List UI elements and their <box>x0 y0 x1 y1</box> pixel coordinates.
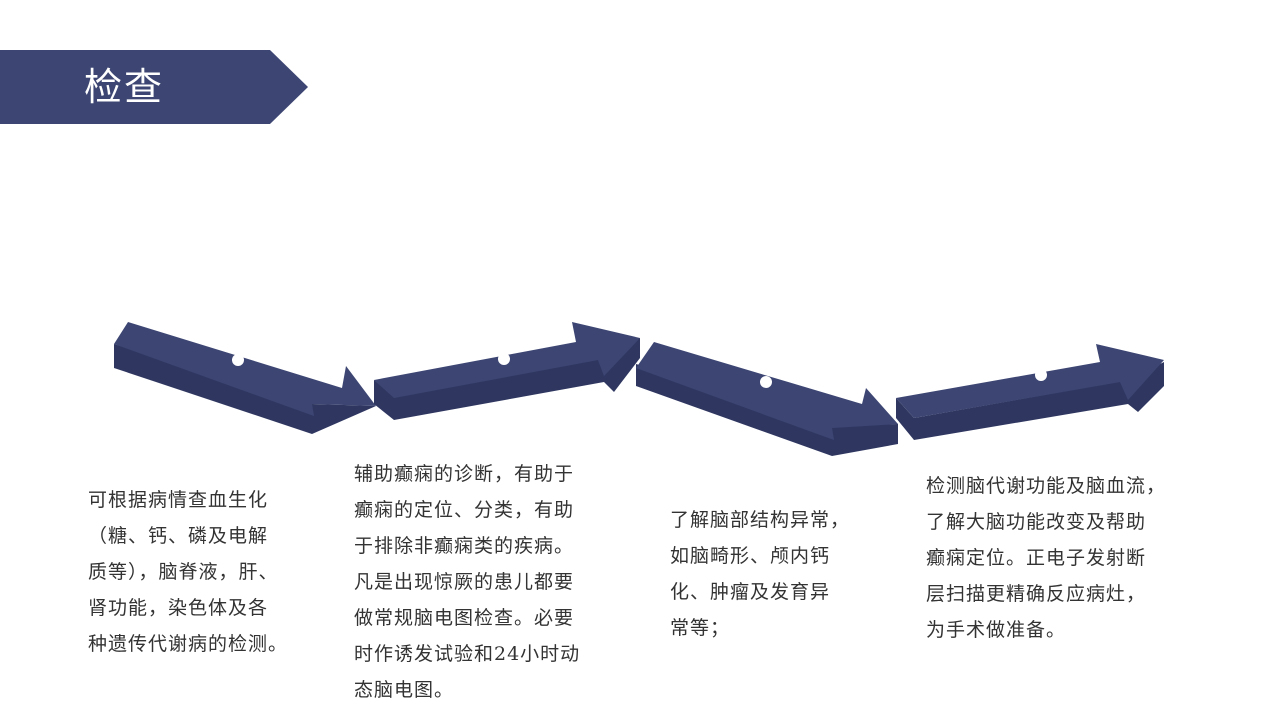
step-marker-3 <box>760 376 772 388</box>
step-marker-4 <box>1035 369 1047 381</box>
arrow-step-2 <box>374 322 640 420</box>
arrow-step-1 <box>114 322 376 434</box>
step-3-description: 了解脑部结构异常， 如脑畸形、颅内钙 化、肿瘤及发育异 常等； <box>670 509 851 639</box>
title-banner: 检查 <box>0 50 310 124</box>
arrow-step-3 <box>636 342 898 456</box>
page-title: 检查 <box>84 65 165 109</box>
step-marker-2 <box>498 353 510 365</box>
banner-shape <box>0 50 308 124</box>
step-1-description: 可根据病情查血生化 （糖、钙、磷及电解 质等），脑脊液，肝、 肾功能，染色体及各… <box>88 489 289 655</box>
arrow-step-4 <box>896 344 1164 440</box>
step-4-description: 检测脑代谢功能及脑血流， 了解大脑功能改变及帮助 癫痫定位。正电子发射断 层扫描… <box>926 475 1167 641</box>
step-2-description: 辅助癫痫的诊断，有助于 癫痫的定位、分类，有助 于排除非癫痫类的疾病。 凡是出现… <box>354 463 581 701</box>
step-marker-1 <box>232 354 244 366</box>
